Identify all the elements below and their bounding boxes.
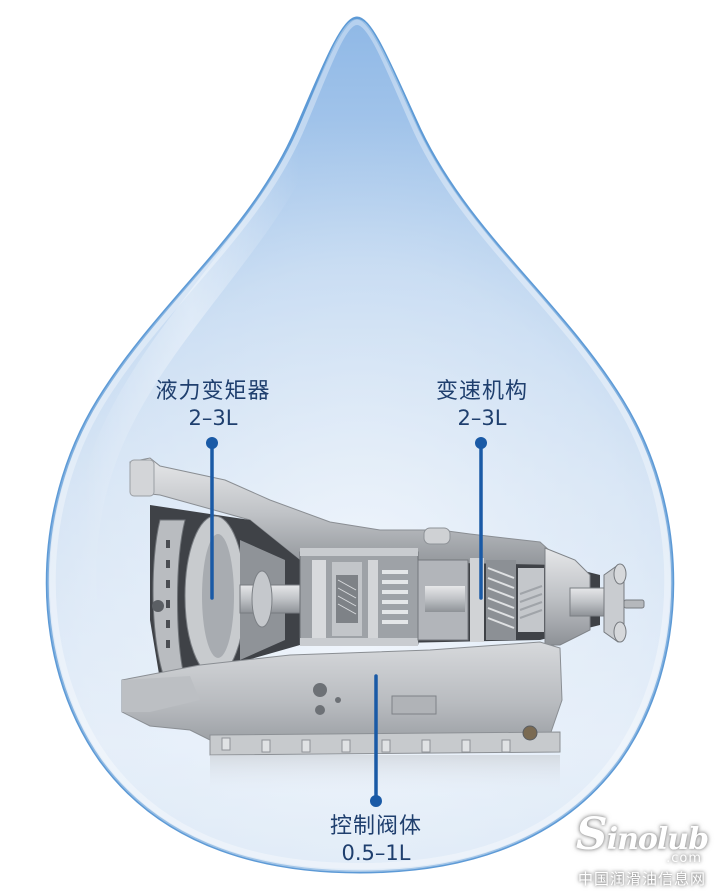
callout-volume: 2–3L <box>188 406 238 431</box>
callout-dot-gear-set <box>475 437 487 449</box>
callout-volume: 2–3L <box>457 406 507 431</box>
torque-converter-graphic <box>152 515 285 681</box>
transmission-cutaway <box>121 457 645 795</box>
output-shaft-graphic <box>544 547 645 646</box>
callout-name: 控制阀体 <box>329 814 422 839</box>
callout-torque-converter: 液力变矩器 2–3L <box>138 379 288 430</box>
callout-valve-body: 控制阀体 0.5–1L <box>306 814 446 865</box>
gear-set-graphic <box>299 548 544 646</box>
callout-gear-set: 变速机构 2–3L <box>412 379 552 430</box>
callout-dot-valve-body <box>370 795 382 807</box>
watermark-subtitle: 中国润滑油信息网 <box>577 870 706 888</box>
callout-volume: 0.5–1L <box>341 841 411 866</box>
callout-name: 变速机构 <box>435 379 528 404</box>
sinolub-watermark: Sinolub .com 中国润滑油信息网 <box>572 809 712 889</box>
valve-body-pan-graphic <box>121 641 563 756</box>
callout-name: 液力变矩器 <box>155 379 271 404</box>
watermark-domain: .com <box>666 851 702 866</box>
leader-lines <box>210 442 483 802</box>
callout-dot-torque-converter <box>206 437 218 449</box>
watermark-logo: Sinolub <box>575 809 709 860</box>
